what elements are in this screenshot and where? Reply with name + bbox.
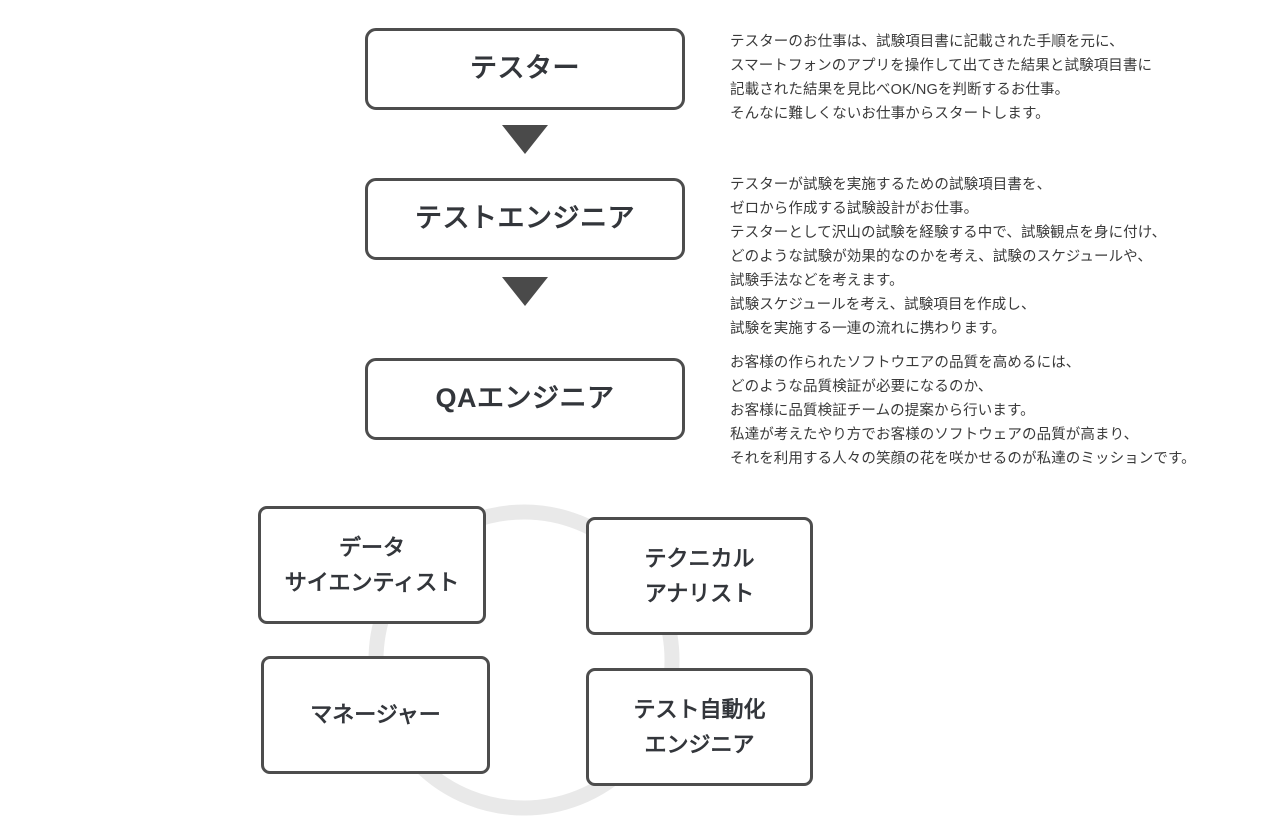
description-qa-engineer: お客様の作られたソフトウエアの品質を高めるには、 どのような品質検証が必要になる… [730,355,1196,467]
role-box-manager[interactable]: マネージャー [261,656,490,774]
arrow-down-icon-2 [502,277,548,306]
role-box-test-automation-engineer[interactable]: テスト自動化 エンジニア [586,668,813,786]
description-tester: テスターのお仕事は、試験項目書に記載された手順を元に、 スマートフォンのアプリを… [730,34,1153,122]
flow-box-test-engineer[interactable]: テストエンジニア [365,178,685,260]
role-box-data-scientist-label: データ サイエンティスト [284,534,460,595]
flow-box-test-engineer-label: テストエンジニア [415,203,635,234]
role-box-manager-label: マネージャー [310,702,441,728]
flow-box-qa-engineer-label: QAエンジニア [435,383,615,414]
arrow-down-icon-1 [502,125,548,154]
description-test-engineer: テスターが試験を実施するための試験項目書を、 ゼロから作成する試験設計がお仕事。… [730,177,1167,337]
role-box-technical-analyst[interactable]: テクニカル アナリスト [586,517,813,635]
flow-box-tester[interactable]: テスター [365,28,685,110]
role-box-technical-analyst-label: テクニカル アナリスト [644,545,755,606]
flow-box-qa-engineer[interactable]: QAエンジニア [365,358,685,440]
flow-box-tester-label: テスター [470,53,580,84]
role-box-test-automation-engineer-label: テスト自動化 エンジニア [633,696,766,757]
role-box-data-scientist[interactable]: データ サイエンティスト [258,506,486,624]
